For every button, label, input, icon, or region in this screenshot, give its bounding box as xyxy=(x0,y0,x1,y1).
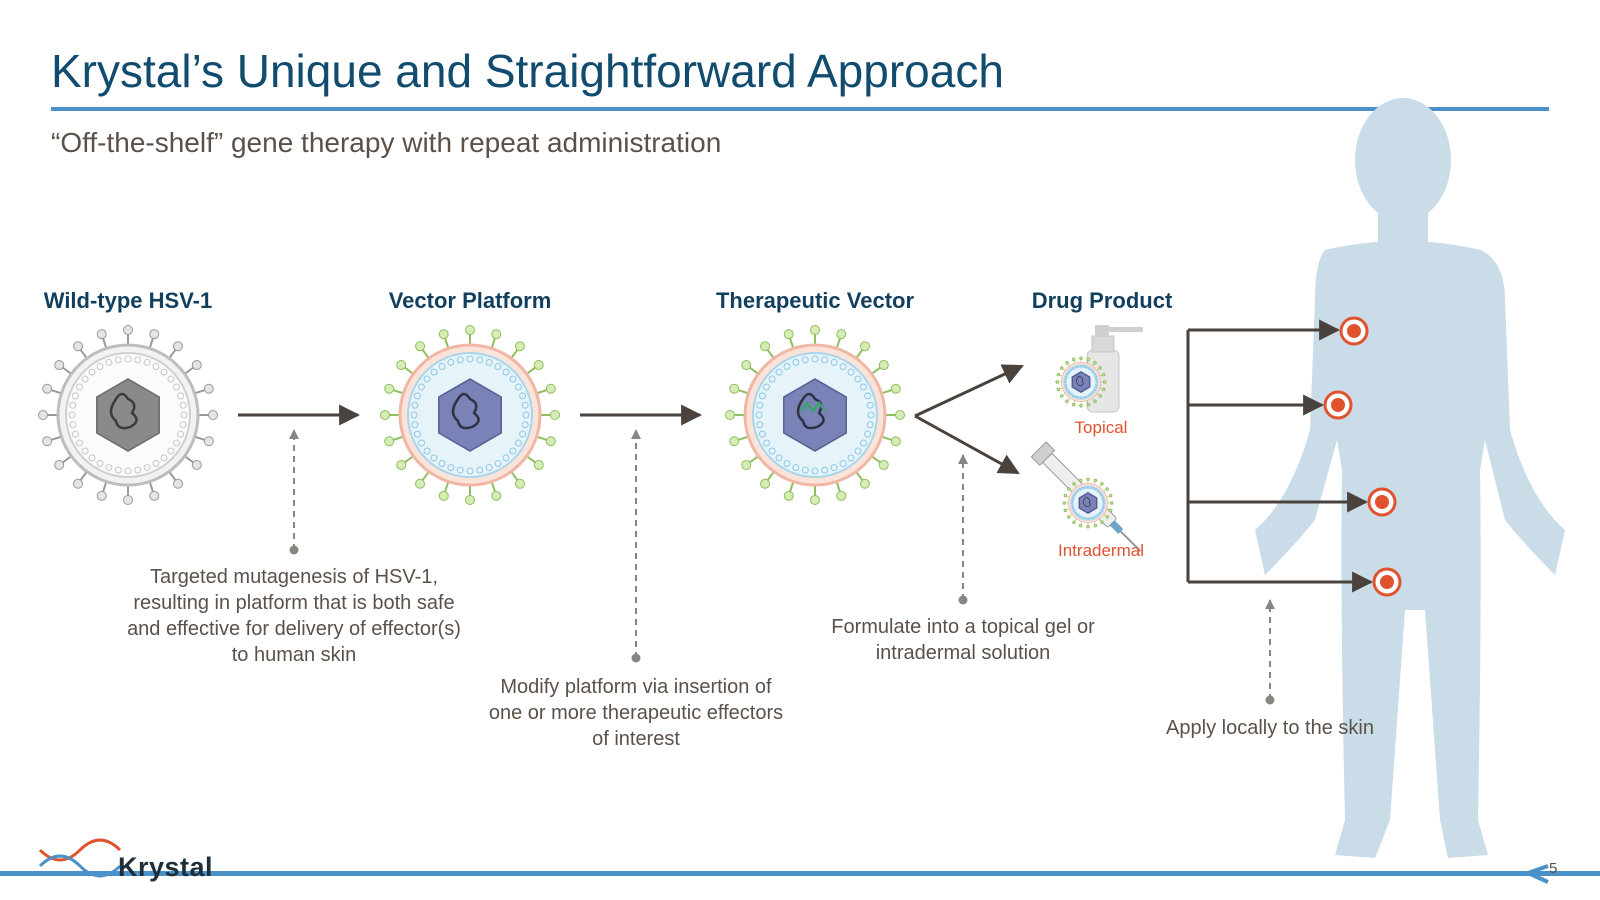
target-icon-2 xyxy=(1323,390,1353,420)
topical-vector-icon xyxy=(1055,356,1107,408)
intradermal-vector-icon xyxy=(1062,477,1114,529)
target-icon-1 xyxy=(1339,316,1369,346)
description-modify-platform: Modify platform via insertion of one or … xyxy=(488,676,784,750)
spray-bottle-icon xyxy=(1086,325,1143,413)
description-mutagenesis: Targeted mutagenesis of HSV-1, resulting… xyxy=(127,566,461,666)
footer-divider xyxy=(0,871,1600,876)
vector-platform-virus-icon xyxy=(380,325,560,505)
stage-label-wild-type: Wild-type HSV-1 xyxy=(43,288,213,313)
stage-label-drug-product: Drug Product xyxy=(1031,288,1173,313)
company-logo: Krystal xyxy=(118,852,214,882)
stage-label-therapeutic-vector: Therapeutic Vector xyxy=(715,288,915,313)
description-formulate: Formulate into a topical gel or intrader… xyxy=(831,616,1095,664)
title-divider xyxy=(51,107,1549,111)
target-icon-4 xyxy=(1372,567,1402,597)
page-title: Krystal’s Unique and Straightforward App… xyxy=(51,45,1004,97)
human-silhouette-icon xyxy=(1255,98,1565,858)
route-label-intradermal: Intradermal xyxy=(1058,541,1144,560)
therapeutic-vector-virus-icon xyxy=(725,325,905,505)
route-label-topical: Topical xyxy=(1074,418,1128,437)
description-apply: Apply locally to the skin xyxy=(1166,717,1374,739)
stage-label-vector-platform: Vector Platform xyxy=(388,288,552,313)
target-icon-3 xyxy=(1367,487,1397,517)
page-number: 5 xyxy=(1549,860,1558,877)
arrow-split-up xyxy=(914,364,1024,418)
page-subtitle: “Off-the-shelf” gene therapy with repeat… xyxy=(51,127,722,158)
wild-type-virus-icon xyxy=(38,325,218,505)
arrow-split-down xyxy=(914,414,1020,475)
